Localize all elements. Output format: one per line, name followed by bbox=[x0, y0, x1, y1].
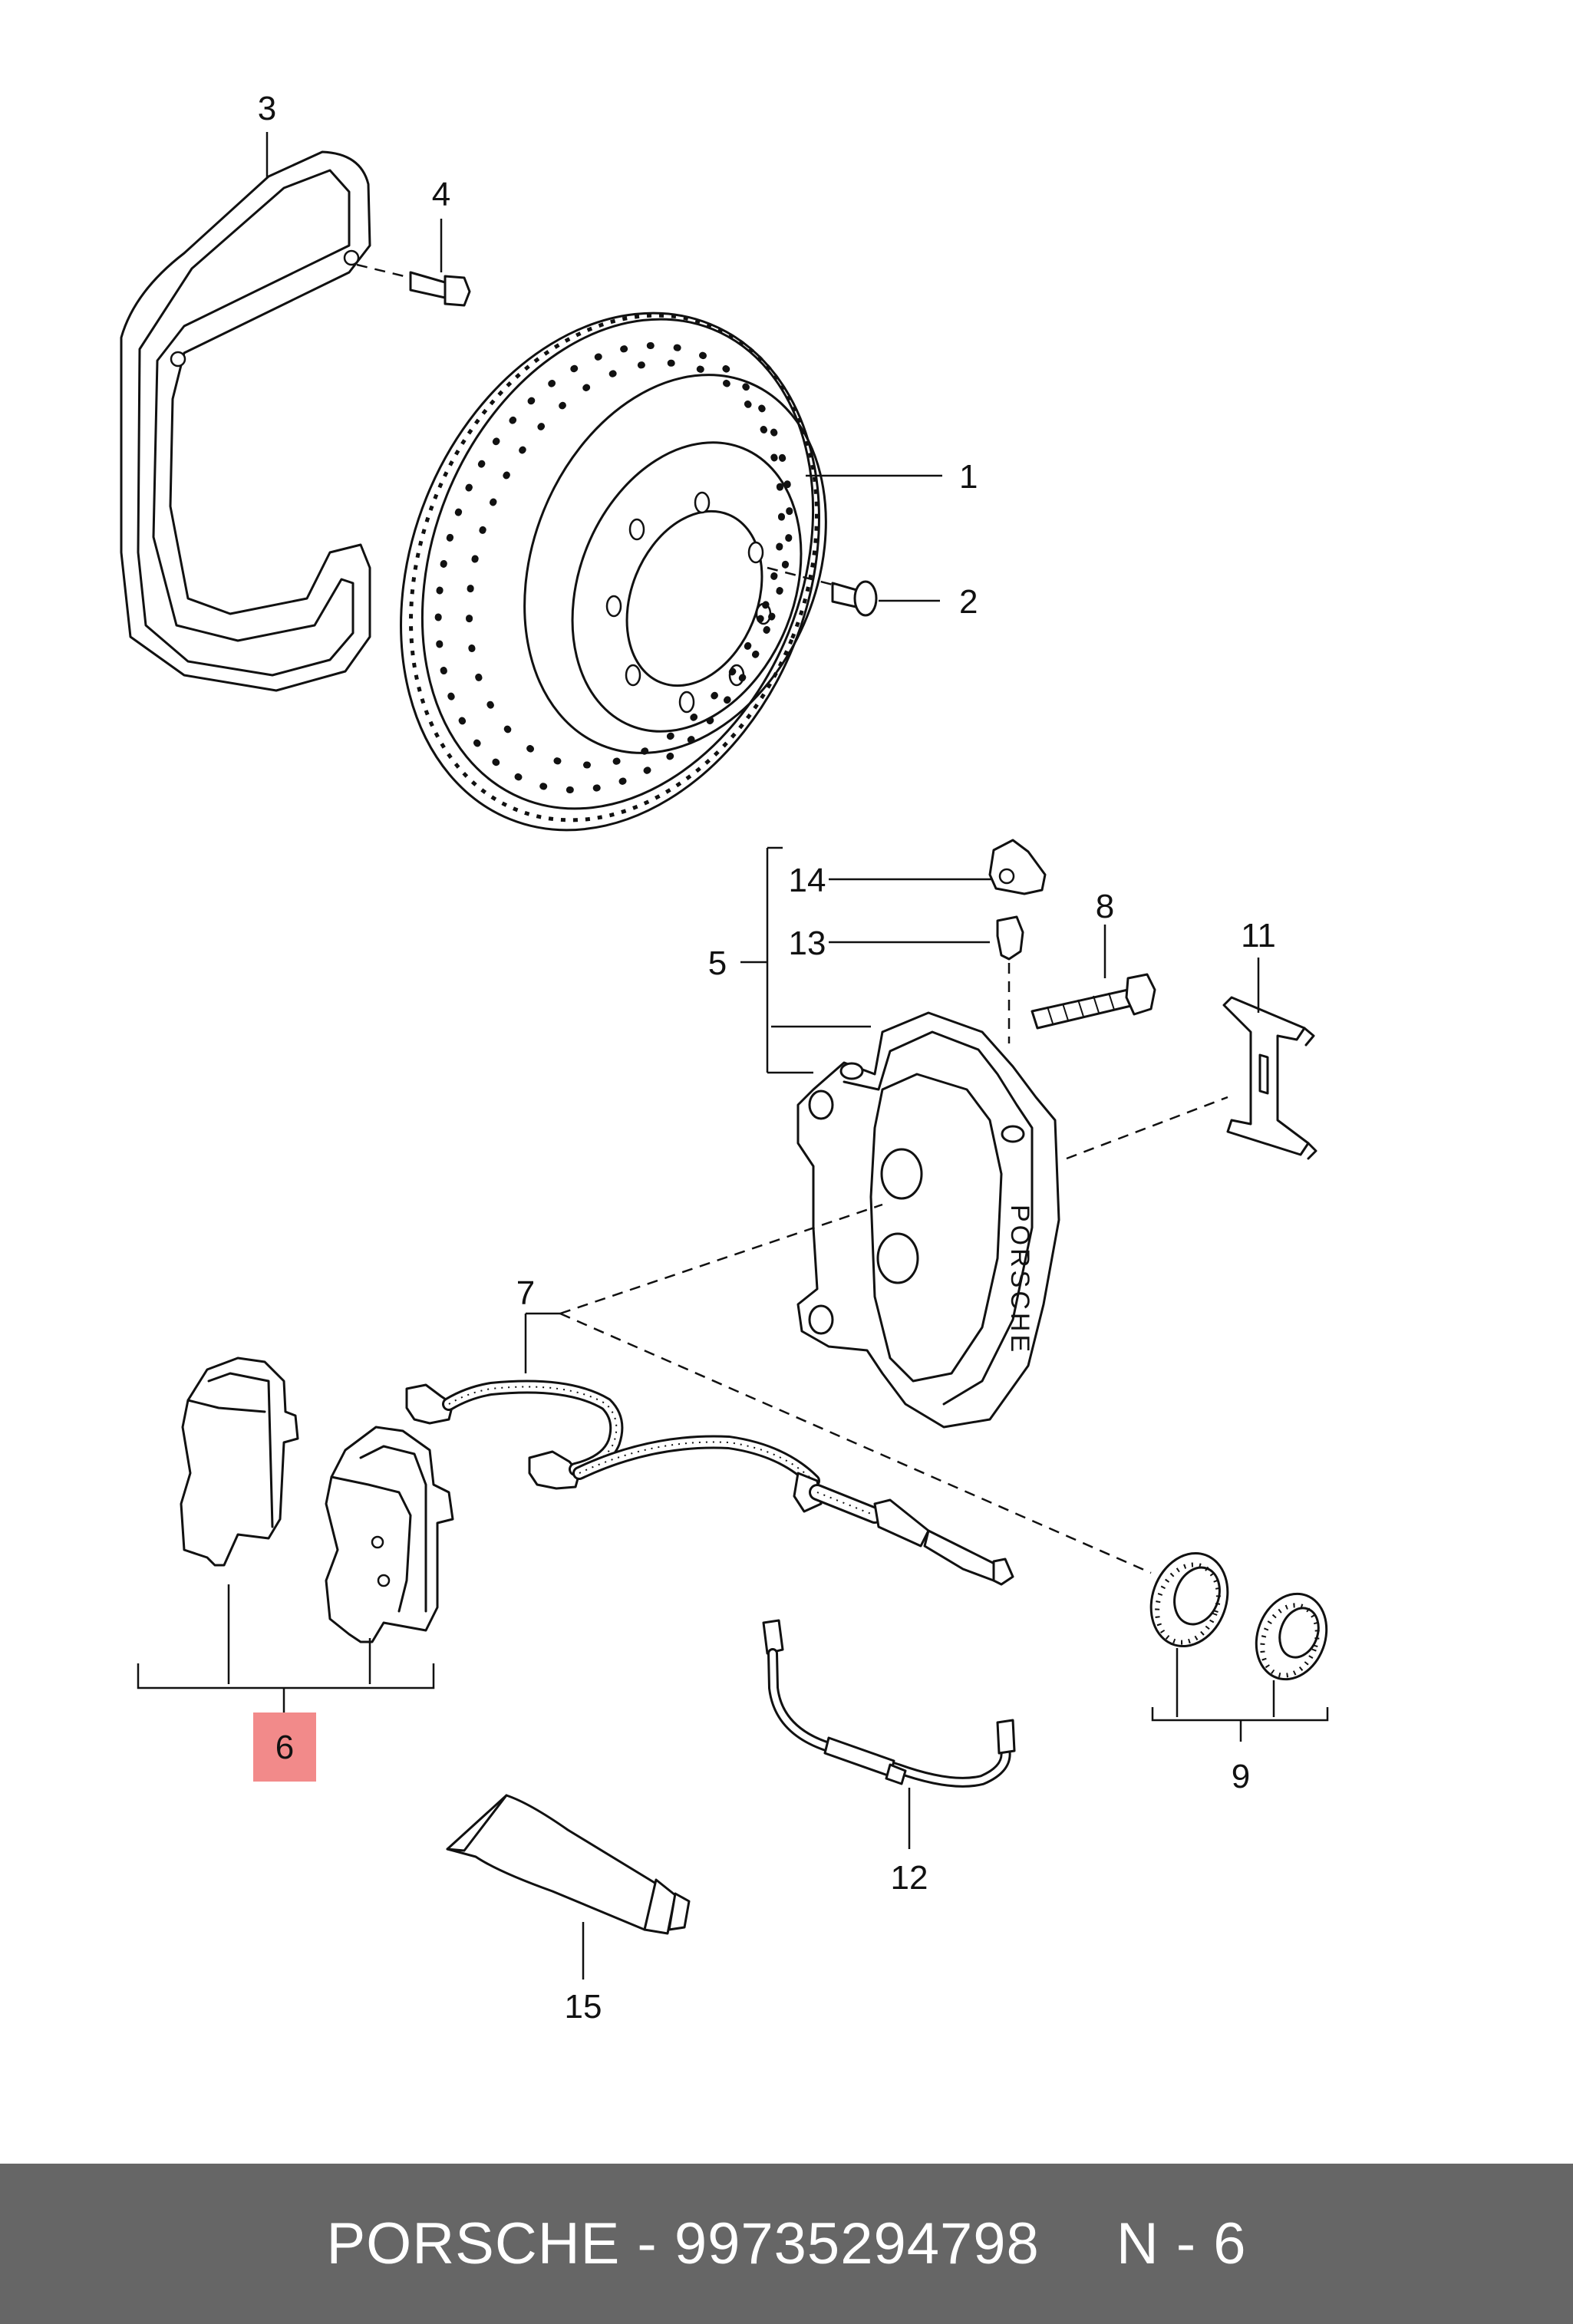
caliper-brand-marking: PORSCHE bbox=[1005, 1205, 1034, 1355]
grease-tube bbox=[446, 1794, 691, 1935]
brake-pad-outer bbox=[180, 1356, 299, 1567]
callout-13: 13 bbox=[789, 925, 826, 962]
bleeder-cap bbox=[988, 839, 1047, 895]
callout-2: 2 bbox=[959, 583, 978, 621]
caliper-bolt bbox=[1031, 973, 1156, 1030]
brake-caliper: PORSCHE bbox=[796, 1011, 1060, 1429]
part-number-footer: PORSCHE - 99735294798 N - 6 bbox=[0, 2164, 1573, 2324]
brake-line bbox=[762, 1619, 1016, 1788]
callout-1: 1 bbox=[959, 458, 978, 496]
callout-9: 9 bbox=[1232, 1758, 1250, 1795]
sensor-guide-line-a bbox=[559, 1203, 883, 1315]
footer-position: N - 6 bbox=[1116, 2211, 1247, 2276]
footer-brand: PORSCHE bbox=[326, 2211, 621, 2276]
callout-3: 3 bbox=[258, 90, 276, 127]
wear-sensor bbox=[405, 1380, 1014, 1586]
callout-14: 14 bbox=[789, 862, 826, 899]
brake-pad-inner bbox=[325, 1426, 454, 1643]
retaining-spring bbox=[1222, 996, 1317, 1160]
callout-11: 11 bbox=[1241, 917, 1276, 954]
piston-seal-large bbox=[1149, 1551, 1229, 1648]
footer-separator: - bbox=[620, 2211, 674, 2276]
callout-7: 7 bbox=[516, 1274, 535, 1312]
footer-text: PORSCHE - 99735294798 N - 6 bbox=[326, 2210, 1246, 2277]
parts-diagram: 3 4 1 2 bbox=[120, 90, 1329, 2026]
bleeder-screw bbox=[996, 915, 1024, 1043]
shield-bolt bbox=[356, 263, 471, 307]
callout-8: 8 bbox=[1096, 888, 1114, 925]
piston-seal-small bbox=[1255, 1592, 1328, 1681]
splash-shield bbox=[120, 150, 371, 692]
brake-disc bbox=[400, 312, 827, 832]
callout-4: 4 bbox=[432, 176, 450, 213]
sensor-guide-line-b bbox=[559, 1312, 1152, 1574]
spring-guide-line bbox=[1066, 1096, 1228, 1160]
callout-6: 6 bbox=[275, 1729, 294, 1766]
bracket-6 bbox=[137, 1663, 435, 1689]
bracket-9 bbox=[1151, 1707, 1329, 1722]
callout-5: 5 bbox=[708, 944, 727, 982]
disc-screw bbox=[767, 566, 878, 617]
callout-15: 15 bbox=[565, 1988, 602, 2026]
callout-12: 12 bbox=[891, 1859, 928, 1897]
caliper-group-bracket bbox=[740, 846, 871, 1074]
footer-part-number: 99735294798 bbox=[674, 2211, 1040, 2276]
callout-6-highlight bbox=[253, 1713, 316, 1782]
